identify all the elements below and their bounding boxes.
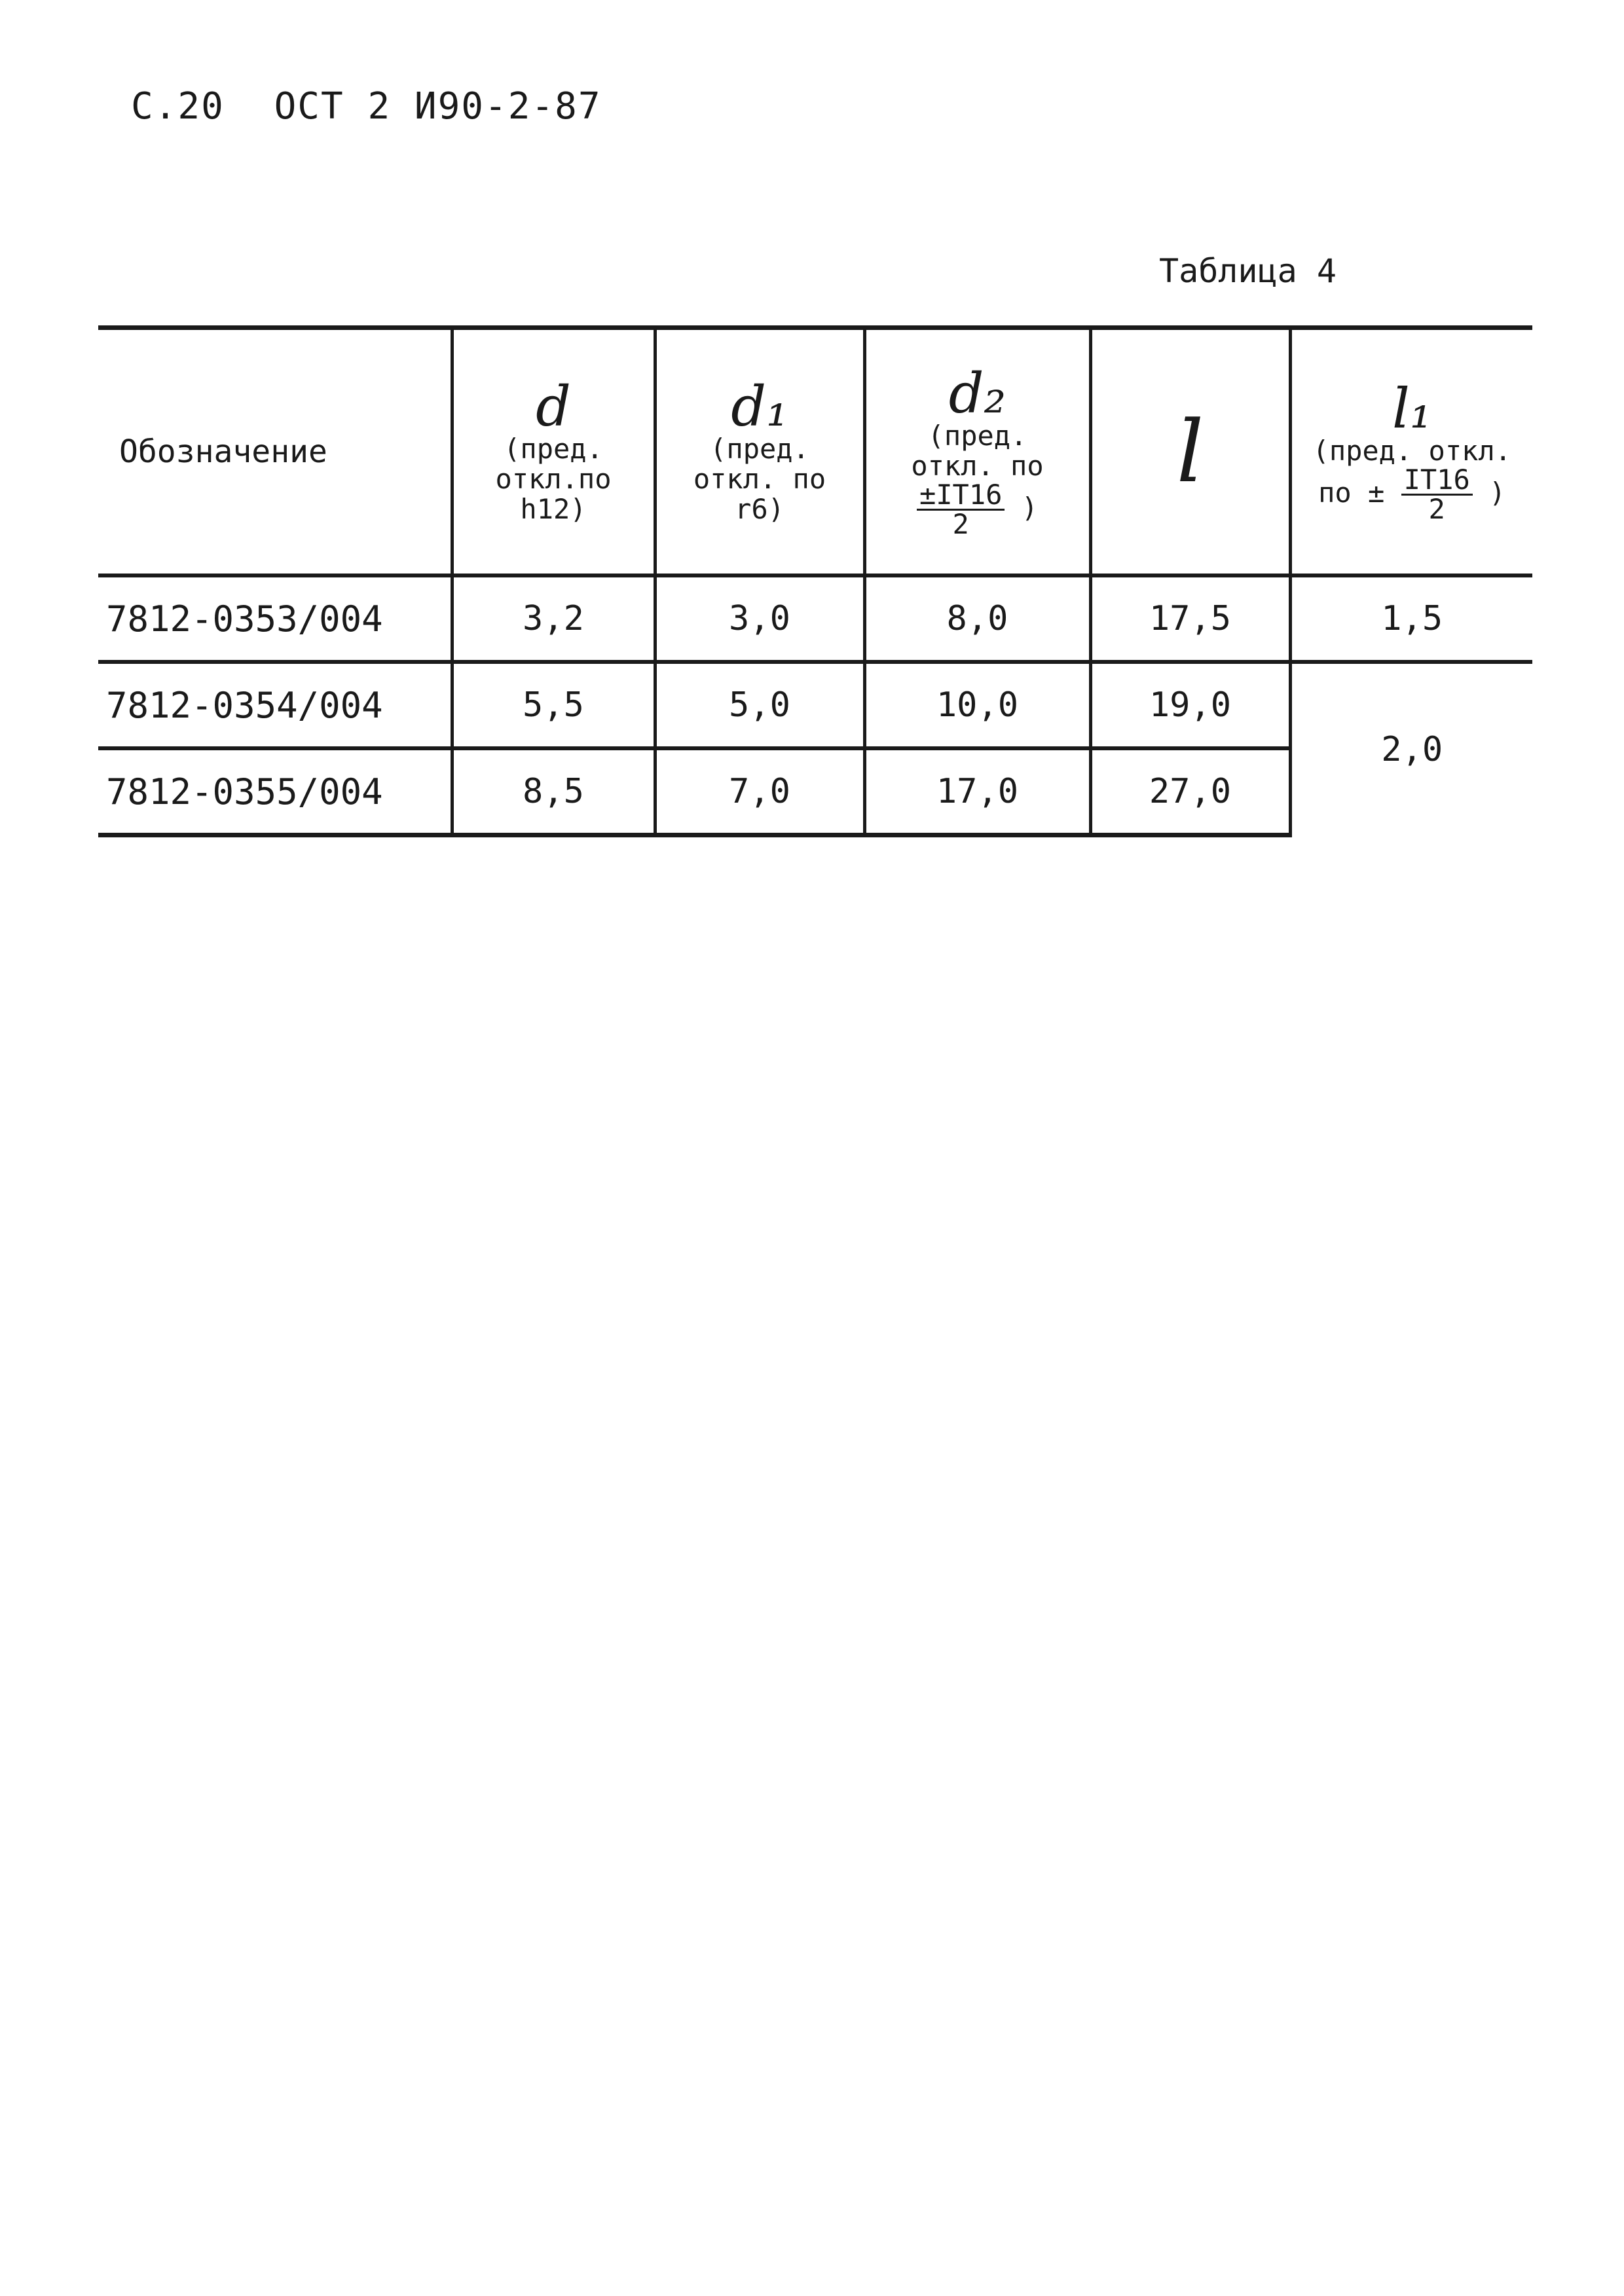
header-d2-frac-num: ±IT16 xyxy=(916,481,1005,511)
header-d: d (пред. откл.по h12) xyxy=(450,327,657,577)
header-d2-frac-den: 2 xyxy=(952,507,969,540)
header-d2-tol-2: откл. по xyxy=(911,449,1044,482)
cell-l1-merged: 2,0 xyxy=(1288,660,1532,835)
table-row: 7812-0355/004 8,5 7,0 17,0 27,0 xyxy=(98,746,1532,837)
header-l1-frac-num: IT16 xyxy=(1401,465,1473,496)
page-header: С.20 ОСТ 2 И90-2-87 xyxy=(131,85,628,128)
header-d2-tol-1: (пред. xyxy=(927,419,1027,452)
header-d1-tol-3: r6) xyxy=(735,493,784,525)
cell-d: 3,2 xyxy=(450,575,657,662)
header-l1-frac-den: 2 xyxy=(1428,492,1445,525)
header-l1-tol-1: (пред. откл. xyxy=(1312,434,1511,467)
cell-d1: 3,0 xyxy=(653,575,866,662)
cell-d2: 10,0 xyxy=(862,660,1092,748)
cell-d: 8,5 xyxy=(450,746,657,837)
page-number: С.20 xyxy=(131,85,225,128)
cell-code: 7812-0353/004 xyxy=(98,575,454,662)
header-designation: Обозначение xyxy=(98,327,454,577)
header-d1-tol-2: откл. по xyxy=(693,463,826,495)
header-l1-close: ) xyxy=(1489,476,1506,509)
header-l-symbol: l xyxy=(1176,402,1204,501)
table-caption: Таблица 4 xyxy=(1159,252,1337,290)
header-l1-prefix: по ± xyxy=(1318,476,1385,509)
cell-l: 19,0 xyxy=(1088,660,1292,748)
cell-d1: 7,0 xyxy=(653,746,866,837)
cell-d: 5,5 xyxy=(450,660,657,748)
table-row: 7812-0353/004 3,2 3,0 8,0 17,5 1,5 xyxy=(98,575,1532,662)
header-d-tol-1: (пред. xyxy=(504,433,603,465)
header-l1-tol-fraction: по ± IT16 2 ) xyxy=(1292,465,1533,525)
cell-l1: 1,5 xyxy=(1288,575,1532,662)
cell-l: 27,0 xyxy=(1088,746,1290,837)
header-l1-symbol: l₁ xyxy=(1392,376,1432,441)
table-header-row: Обозначение d (пред. откл.по h12) d₁ (пр… xyxy=(98,327,1533,577)
standard-number: ОСТ 2 И90-2-87 xyxy=(274,85,602,128)
header-d2-close: ) xyxy=(1021,491,1039,524)
header-d1: d₁ (пред. откл. по r6) xyxy=(653,327,866,577)
cell-d1: 5,0 xyxy=(653,660,866,748)
header-d1-symbol: d₁ xyxy=(731,374,788,439)
cell-code: 7812-0355/004 xyxy=(98,746,454,837)
table-row: 7812-0354/004 5,5 5,0 10,0 19,0 2,0 xyxy=(98,660,1532,835)
header-d-tol-2: откл.по xyxy=(495,463,612,495)
header-l1: l₁ (пред. откл. по ± IT16 2 ) xyxy=(1288,327,1533,577)
cell-d2: 8,0 xyxy=(862,575,1092,662)
header-d-symbol: d xyxy=(536,374,571,439)
cell-l: 17,5 xyxy=(1088,575,1292,662)
header-d2-tol-fraction: ±IT16 2 ) xyxy=(866,481,1089,538)
header-d2: d₂ (пред. откл. по ±IT16 2 ) xyxy=(862,327,1092,577)
cell-d2: 17,0 xyxy=(862,746,1092,837)
header-d2-frac: ±IT16 2 xyxy=(916,481,1005,540)
header-l1-frac: IT16 2 xyxy=(1401,465,1473,525)
cell-code: 7812-0354/004 xyxy=(98,660,454,748)
header-d-tol-3: h12) xyxy=(520,493,587,525)
header-d2-symbol: d₂ xyxy=(948,361,1006,426)
dimensions-table: Обозначение d (пред. откл.по h12) d₁ (пр… xyxy=(98,325,1532,837)
header-l: l xyxy=(1088,327,1292,577)
header-d1-tol-1: (пред. xyxy=(710,433,809,465)
